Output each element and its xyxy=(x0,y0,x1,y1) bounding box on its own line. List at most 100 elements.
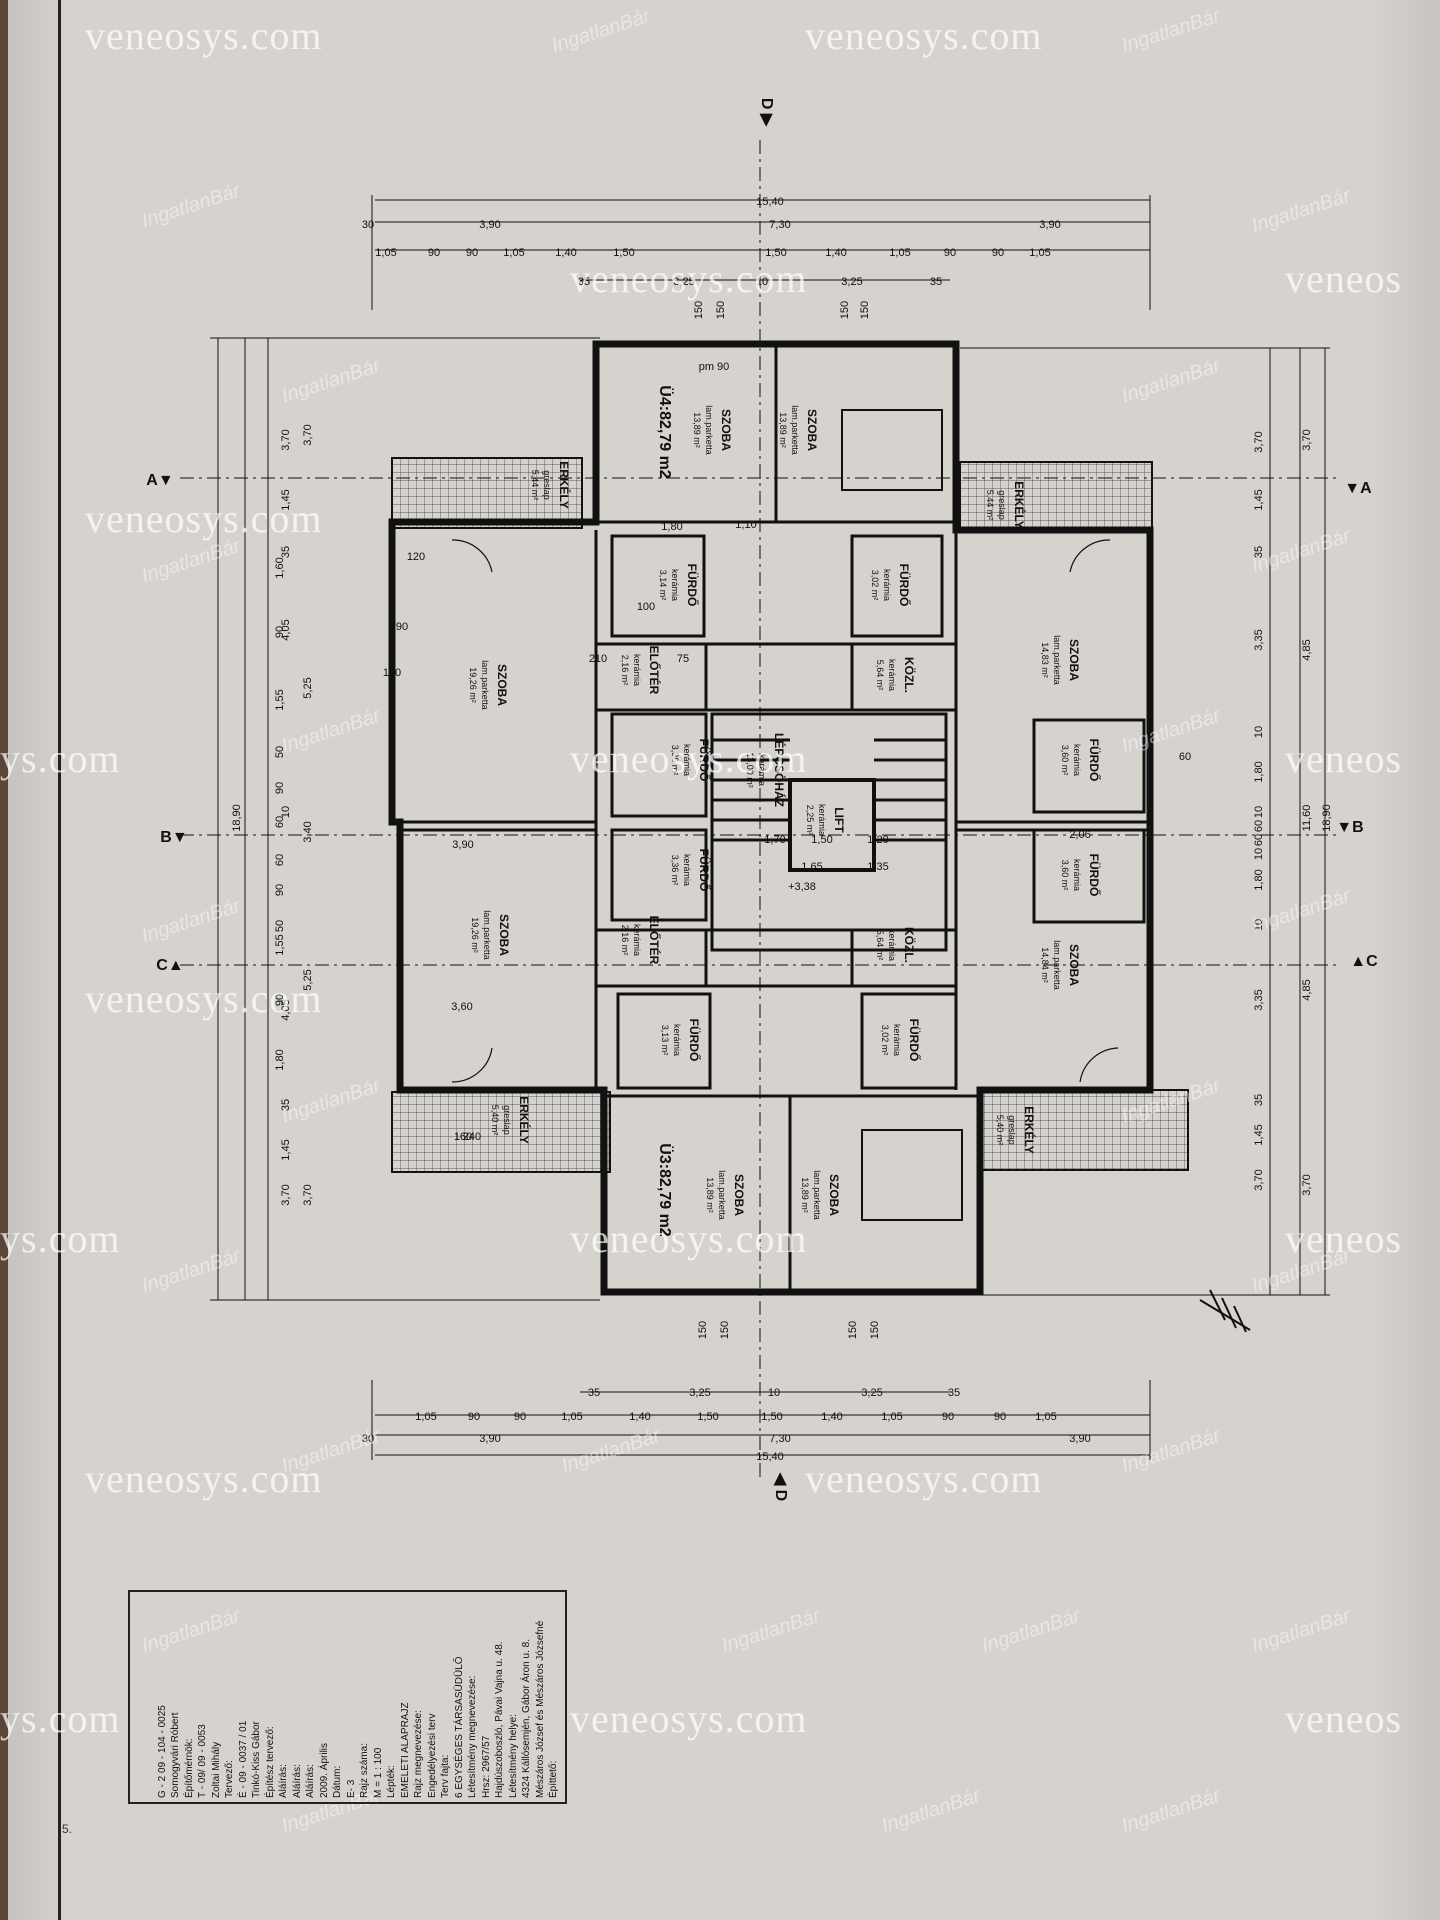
dim-row3: 1,05 xyxy=(561,1411,582,1423)
room-name: SZOBA xyxy=(1067,944,1081,986)
room-name: SZOBA xyxy=(719,409,733,451)
exterior-walls xyxy=(388,340,1154,1296)
room-floor: kerámia xyxy=(817,804,827,836)
watermark: veneosys.com xyxy=(570,1696,808,1741)
dim-total: 15,40 xyxy=(756,1451,784,1463)
dim-mid: 3,70 xyxy=(1253,431,1265,452)
room-floor: kerámia xyxy=(672,1024,682,1056)
dim-mid: 3,35 xyxy=(1253,989,1265,1010)
dim-mid: 3,70 xyxy=(280,429,292,450)
top-dimension-chains xyxy=(371,195,1151,310)
opening-dim: 75 xyxy=(677,653,689,665)
room-floor: lam.parketta xyxy=(1052,940,1062,990)
dim-row3: 90 xyxy=(994,1411,1006,1423)
north-arrow xyxy=(1199,1289,1251,1333)
watermark: veneosys.com xyxy=(805,13,1043,58)
room-name: ELŐTÉR xyxy=(647,646,662,695)
dim-mid: 35 xyxy=(280,546,292,558)
room-floor: lam.parketta xyxy=(480,660,490,710)
dim-total: 15,40 xyxy=(756,196,784,208)
room-name: SZOBA xyxy=(497,914,511,956)
balcony-top-right xyxy=(959,461,1153,533)
dim-row3: 1,50 xyxy=(765,247,786,259)
dim-mid: 35 xyxy=(1253,546,1265,558)
beds xyxy=(841,409,963,1221)
dim-row3: 90 xyxy=(428,247,440,259)
room-floor: kerámia xyxy=(682,744,692,776)
opening-dim: 210 xyxy=(589,653,607,665)
dim-row2: 7,30 xyxy=(769,1433,790,1445)
room-name: LÉPCSŐHÁZ xyxy=(772,733,787,807)
room-name: FÜRDŐ xyxy=(907,1019,922,1062)
opening-dim: 160 xyxy=(454,1131,472,1143)
dim-row3: 90 xyxy=(992,247,1004,259)
dim-inner: 90 xyxy=(274,994,286,1006)
dim-inner: 90 xyxy=(274,782,286,794)
title-block-line: Aláírás: xyxy=(291,1764,303,1798)
watermark: veneosys.com xyxy=(85,496,323,541)
room-name: SZOBA xyxy=(1067,639,1081,681)
dim-outer: 3,70 xyxy=(302,424,314,445)
dim-total: 18,90 xyxy=(231,804,243,832)
dim-outer: 3,70 xyxy=(302,1184,314,1205)
room-floor: kerámia xyxy=(670,569,680,601)
room-name: ERKÉLY xyxy=(1012,481,1027,529)
title-block-line: Létesítmény helye: xyxy=(507,1714,519,1798)
dim-mid: 10 xyxy=(1253,848,1265,860)
dim-row3: 1,05 xyxy=(503,247,524,259)
room-name: SZOBA xyxy=(827,1174,841,1216)
room-area: 19,26 m² xyxy=(470,917,480,953)
dim-row4: 3,25 xyxy=(689,1387,710,1399)
title-block-line: M = 1 : 100 xyxy=(372,1747,384,1798)
drawing-sheet xyxy=(8,0,1440,1920)
dim-row4: 35 xyxy=(588,1387,600,1399)
dim-inner: 1,60 xyxy=(274,557,286,578)
section-a-right: ▼A xyxy=(1344,480,1372,497)
balcony-top-left xyxy=(391,457,583,529)
room-floor: greslap xyxy=(1007,1115,1017,1145)
watermark: veneosys.com xyxy=(85,1456,323,1501)
title-block-line: Aláírás: xyxy=(305,1764,316,1798)
title-block-line: EMELETI ALAPRAJZ xyxy=(399,1702,411,1798)
dim-inner: 60 xyxy=(274,816,286,828)
room-area: 19,26 m² xyxy=(468,667,478,703)
interior-walls xyxy=(400,344,1150,1292)
opening-dim: 150 xyxy=(383,667,401,679)
room-area: 3,60 m² xyxy=(1060,745,1070,776)
title-block-line: Létesítmény megnevezése: xyxy=(467,1675,478,1798)
section-b-right: ▼B xyxy=(1336,819,1363,836)
section-a-left: A▼ xyxy=(146,472,173,489)
dim-row3: 1,50 xyxy=(697,1411,718,1423)
title-block-line: Építőmérnök: xyxy=(183,1738,195,1798)
room-floor: greslap xyxy=(542,470,552,500)
room-name: FÜRDŐ xyxy=(685,564,700,607)
balcony-bottom-left xyxy=(391,1091,611,1173)
dim-total: 18,90 xyxy=(1321,804,1333,832)
dim-row3: 1,40 xyxy=(825,247,846,259)
dim-mid: 10 xyxy=(280,806,292,818)
room-floor: lam.parketta xyxy=(1052,635,1062,685)
dim-row3: 90 xyxy=(944,247,956,259)
room-area: 5,64 m² xyxy=(875,660,885,691)
opening-dim: 90 xyxy=(396,621,408,633)
room-floor: lam.parketta xyxy=(790,405,800,455)
room-area: 2,25 m² xyxy=(805,805,815,836)
title-block-line: É - 09 - 0037 / 01 xyxy=(237,1720,249,1798)
dim-outer: 3,70 xyxy=(1301,429,1313,450)
opening-dim: 3,90 xyxy=(452,839,473,851)
dim-inner: 60 xyxy=(274,854,286,866)
dim-row3: 90 xyxy=(942,1411,954,1423)
section-d-bottom: ◀ D xyxy=(772,1472,789,1501)
room-area: 3,36 m² xyxy=(670,745,680,776)
opening-dim: 60 xyxy=(1179,751,1191,763)
dim-row3: 1,05 xyxy=(1029,247,1050,259)
watermark: veneosys.com xyxy=(85,976,323,1021)
room-floor: kerámia xyxy=(632,924,642,956)
title-block-line: Somogyvári Róbert xyxy=(170,1712,181,1798)
room-name: KÖZL. xyxy=(902,927,917,963)
dim-row5: 150 xyxy=(859,301,871,319)
room-area: 13,89 m² xyxy=(778,412,788,448)
dim-mid: 4,05 xyxy=(280,619,292,640)
title-block xyxy=(128,1590,567,1804)
title-block-line: E- 3 xyxy=(345,1779,357,1798)
